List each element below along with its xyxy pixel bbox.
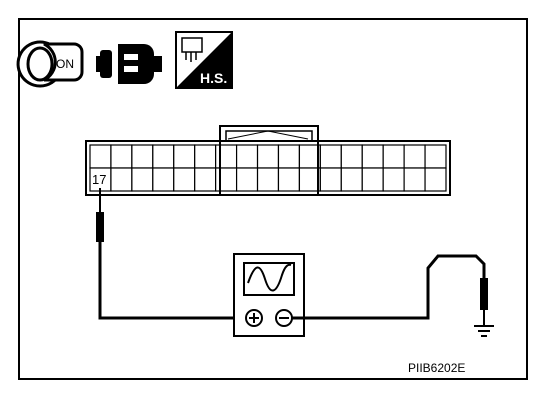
connector-pin-cell [110, 167, 133, 192]
connector-pin-cell [152, 167, 175, 192]
harness-side-connector-icon: H.S. [175, 31, 233, 89]
connector-pin-cell [361, 167, 384, 192]
connector-pin-cell [256, 167, 280, 192]
connector-pin-cell [424, 144, 447, 169]
connector-pin-cell [110, 144, 133, 169]
connector-pin-cell [319, 167, 342, 192]
waveform [247, 263, 292, 292]
connector-pin-cell [403, 144, 426, 169]
connector-pin-cell [173, 144, 196, 169]
connector-pin-cell [235, 144, 259, 169]
probe-lead-positive [96, 188, 240, 320]
connector-pin-cell [131, 167, 154, 192]
connector-pin-cell [277, 144, 301, 169]
pin-17-label: 17 [92, 172, 106, 187]
harness-side-text: H.S. [200, 70, 227, 86]
connector-pin-cell [382, 144, 405, 169]
connector-pin-cell [277, 167, 301, 192]
ground-icon [474, 325, 494, 337]
connector-pin-cell [215, 144, 238, 169]
connector-pin-cell [194, 144, 217, 169]
connector-pin-cell [382, 167, 405, 192]
connector-pin-cell [319, 144, 342, 169]
oscilloscope-screen [243, 262, 295, 296]
connector-pin-cell [194, 167, 217, 192]
connector-pin-cell [215, 167, 238, 192]
connector-pin-cell [173, 167, 196, 192]
oscilloscope [233, 253, 305, 337]
connector-pin-cell [235, 167, 259, 192]
connector-pin-cell [403, 167, 426, 192]
connector-pin-cell [89, 144, 112, 169]
probe-lead-ground [292, 254, 488, 326]
connector-pin-cell [424, 167, 447, 192]
connector: 17 [85, 125, 451, 196]
connector-pin-grid [89, 141, 447, 195]
connector-pin-cell [340, 144, 363, 169]
ignition-key-icon: ON [16, 40, 84, 88]
figure-id: PIIB6202E [408, 361, 465, 375]
connector-pin-cell [131, 144, 154, 169]
connector-pin-cell [152, 144, 175, 169]
connector-disconnected-icon [96, 44, 162, 84]
connector-pin-cell [340, 167, 363, 192]
connector-pin-cell [361, 144, 384, 169]
ignition-on-text: ON [56, 57, 74, 71]
connector-pin-cell [256, 144, 280, 169]
